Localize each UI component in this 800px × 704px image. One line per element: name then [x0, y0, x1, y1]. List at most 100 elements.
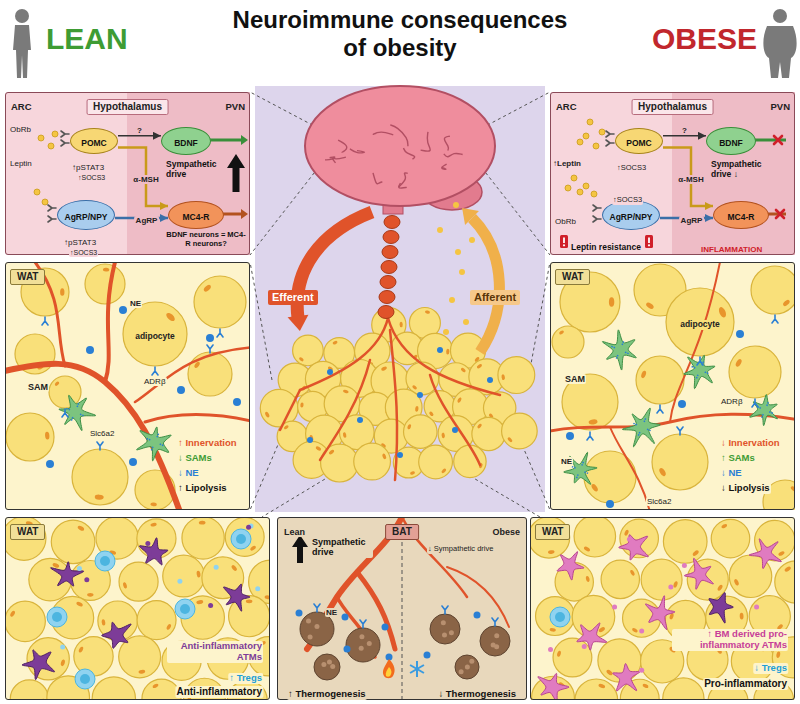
- lipid-droplet: [359, 634, 364, 639]
- pro-inflammatory-macrophage: [684, 558, 713, 589]
- alert-mark: [560, 235, 568, 248]
- cytokine-dot: [612, 605, 617, 610]
- text-slot: PVN: [770, 96, 790, 114]
- adipocyte-nucleus: [152, 683, 159, 689]
- label-slot: Anti-inflammatory ATMs: [167, 641, 263, 664]
- ne-dot: [382, 624, 389, 631]
- adipocyte-nucleus: [264, 411, 270, 418]
- guide-line: [520, 440, 550, 510]
- annotation: Sympathetic drive ↓: [710, 160, 770, 180]
- label-slot: SAM: [27, 376, 49, 394]
- lean-person: [13, 25, 31, 78]
- receptor-symbol: [48, 205, 56, 211]
- bdnf-axon: [210, 139, 241, 142]
- sam-macrophage: [622, 408, 660, 447]
- adipocyte-nucleus: [441, 468, 447, 474]
- adipocyte-cell: [472, 417, 505, 450]
- adipocyte-nucleus: [298, 357, 304, 363]
- annotation: NE: [129, 299, 142, 308]
- annotation: ↓ NE: [177, 468, 200, 479]
- treg-cell: [47, 607, 67, 627]
- adipocyte-nucleus: [382, 453, 387, 460]
- ne-dot: [233, 398, 241, 406]
- adipocyte-cell: [584, 451, 636, 503]
- adipocyte-nucleus: [283, 425, 289, 430]
- panel-tab: WAT: [10, 521, 45, 540]
- transporter-mark: [705, 372, 709, 374]
- treg-cell: [231, 529, 251, 549]
- snow-icon: [410, 665, 424, 673]
- treg-cell: [550, 607, 570, 627]
- adipocyte-nucleus: [477, 423, 483, 429]
- guide-line: [250, 440, 280, 510]
- cytokine-dot: [627, 537, 632, 542]
- adipocyte-nucleus: [87, 593, 93, 597]
- adipocyte-nucleus: [231, 564, 238, 572]
- transporter-mark: [769, 412, 773, 414]
- adipocyte-nucleus: [103, 268, 110, 272]
- nerve-fiber: [610, 427, 650, 510]
- receptor-symbol: [97, 442, 103, 450]
- adipocyte-nucleus: [673, 581, 679, 588]
- adipocyte-cell: [27, 638, 69, 680]
- annotation: ↑ Tregs: [228, 673, 263, 684]
- text-slot: POMC: [81, 132, 107, 150]
- connector-label-slot: α-MSH: [676, 168, 705, 186]
- nerve-fiber: [390, 330, 397, 480]
- ne-dot: [46, 460, 54, 468]
- annotation: ↓ Lipolysis: [720, 483, 771, 494]
- ne-dot: [357, 417, 363, 423]
- afferent-signal: [469, 237, 475, 243]
- brain-gyrus: [373, 173, 382, 184]
- adipocyte-nucleus: [598, 683, 606, 689]
- title-slot: Neuroimmune consequences of obesity: [225, 6, 576, 61]
- receptor-symbol: [593, 216, 601, 222]
- annotation: ↓ NE: [720, 468, 743, 479]
- lipid-droplet: [306, 618, 311, 623]
- annotation: ↑SOCS3: [616, 164, 647, 173]
- label-slot: Obese: [491, 521, 521, 539]
- label-slot: ↓ NE: [720, 462, 743, 480]
- treg-cell: [75, 669, 95, 689]
- panel-illustration: [560, 119, 786, 248]
- treg-cell: [175, 599, 195, 619]
- panel-tab: Hypothalamus: [631, 96, 714, 115]
- text-slot: PVN: [225, 96, 245, 114]
- adipocyte-nucleus: [60, 288, 64, 296]
- label-slot: Leptin resistance: [570, 236, 642, 254]
- adipocyte-nucleus: [735, 358, 743, 368]
- adipocyte-cell: [711, 519, 750, 558]
- label-slot: Afferent: [470, 287, 520, 305]
- label-slot: NE: [325, 601, 338, 619]
- connector-label-slot: AgRP: [679, 209, 705, 227]
- ne-dot: [296, 610, 303, 617]
- brain-gyrus: [338, 140, 347, 152]
- receptor-symbol: [62, 409, 68, 417]
- lipid-droplet: [321, 662, 326, 667]
- label-slot: ↓ Sympathetic drive: [427, 537, 501, 555]
- ne-dot: [129, 458, 137, 466]
- neuron-label: AgRP/NPY: [610, 213, 653, 223]
- region-label: PVN: [225, 102, 245, 113]
- neuron-body: POMC: [70, 128, 118, 154]
- transporter-mark: [160, 444, 164, 446]
- ne-dot: [307, 437, 313, 443]
- label-slot: SAM: [564, 368, 586, 386]
- lipid-droplet: [359, 646, 364, 651]
- nerve-fiber: [280, 390, 300, 430]
- brown-adipocyte: [346, 628, 380, 662]
- panel-illustration: [5, 262, 250, 510]
- increase-arrow: [292, 535, 308, 563]
- neuron-body: MC4-R: [168, 201, 224, 229]
- cytokine-dot: [147, 551, 152, 556]
- label-slot: adipocyte: [679, 313, 721, 331]
- treg-nucleus: [52, 612, 62, 622]
- adipocyte-nucleus: [692, 549, 700, 557]
- leptin-dot: [48, 143, 54, 149]
- adipocyte-nucleus: [609, 297, 614, 307]
- label-slot: ↑SOCS3: [616, 156, 647, 174]
- neuron-label: POMC: [626, 139, 652, 149]
- pro-inflammatory-macrophage: [557, 552, 584, 580]
- label-slot: ↑SOCS3: [612, 188, 643, 206]
